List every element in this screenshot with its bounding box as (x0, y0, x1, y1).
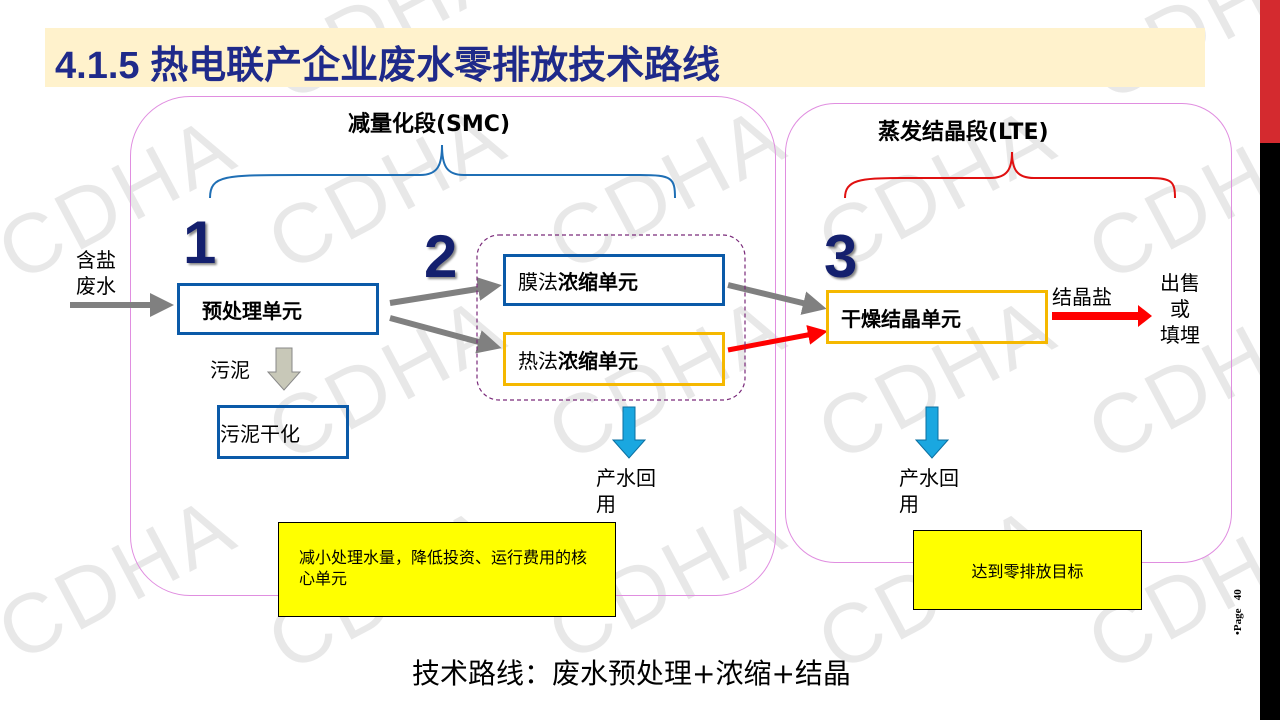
label-line: 填埋 (1160, 323, 1200, 347)
step-number-2: 2 (424, 223, 458, 290)
page-label: •Page (1232, 608, 1244, 635)
side-accent-black (1260, 143, 1280, 720)
label-line: 出售 (1160, 271, 1200, 295)
reuse-arrow-2 (914, 406, 950, 459)
page-number: 40 (1232, 589, 1244, 601)
salt-arrow (1052, 305, 1152, 327)
label-line: 用 (596, 492, 616, 516)
sludge-drying-unit: 污泥干化 (217, 405, 349, 459)
step-number-3: 3 (824, 223, 858, 290)
water-reuse-label-1: 产水回 用 (596, 465, 656, 517)
label-line: 产水回 (899, 466, 959, 490)
input-label-line: 废水 (76, 274, 116, 298)
unit-main: 浓缩单元 (558, 269, 638, 294)
arrow-membrane-to-dry (727, 282, 827, 315)
lte-note: 达到零排放目标 (913, 530, 1142, 610)
smc-note: 减小处理水量，降低投资、运行费用的核心单元 (278, 522, 616, 617)
title-band (45, 28, 1205, 87)
label-line: 或 (1170, 297, 1190, 321)
label-line: 产水回 (596, 466, 656, 490)
page-indicator: •Page 40 (1232, 589, 1244, 635)
lte-section-label: 蒸发结晶段(LTE) (878, 120, 1049, 145)
input-label: 含盐 废水 (76, 247, 116, 299)
sludge-arrow (266, 347, 302, 391)
lte-bracket (844, 151, 1176, 199)
concentration-group (476, 234, 746, 401)
side-accent-red (1260, 0, 1280, 143)
thermal-concentration-unit: 热法浓缩单元 (503, 332, 725, 386)
sludge-label: 污泥 (210, 358, 250, 382)
drying-crystallization-unit: 干燥结晶单元 (826, 290, 1048, 344)
water-reuse-label-2: 产水回 用 (899, 465, 959, 517)
unit-main: 浓缩单元 (558, 348, 638, 373)
slide-title: 4.1.5 热电联产企业废水零排放技术路线 (55, 45, 721, 87)
label-line: 用 (899, 492, 919, 516)
pretreatment-unit: 预处理单元 (177, 283, 379, 335)
unit-prefix: 热法 (518, 348, 558, 373)
step-number-1: 1 (183, 209, 217, 276)
arrow-to-thermal (389, 315, 502, 354)
unit-prefix: 膜法 (518, 269, 558, 294)
arrow-thermal-to-dry (727, 325, 828, 353)
reuse-arrow-1 (611, 406, 647, 459)
smc-section-label: 减量化段(SMC) (348, 112, 510, 137)
smc-bracket (209, 144, 676, 199)
output-label: 出售 或 填埋 (1160, 270, 1200, 348)
footer-summary: 技术路线：废水预处理+浓缩+结晶 (412, 657, 851, 690)
arrow-to-membrane (389, 277, 502, 306)
input-label-line: 含盐 (76, 248, 116, 272)
membrane-concentration-unit: 膜法浓缩单元 (503, 254, 725, 306)
salt-label: 结晶盐 (1052, 285, 1112, 309)
